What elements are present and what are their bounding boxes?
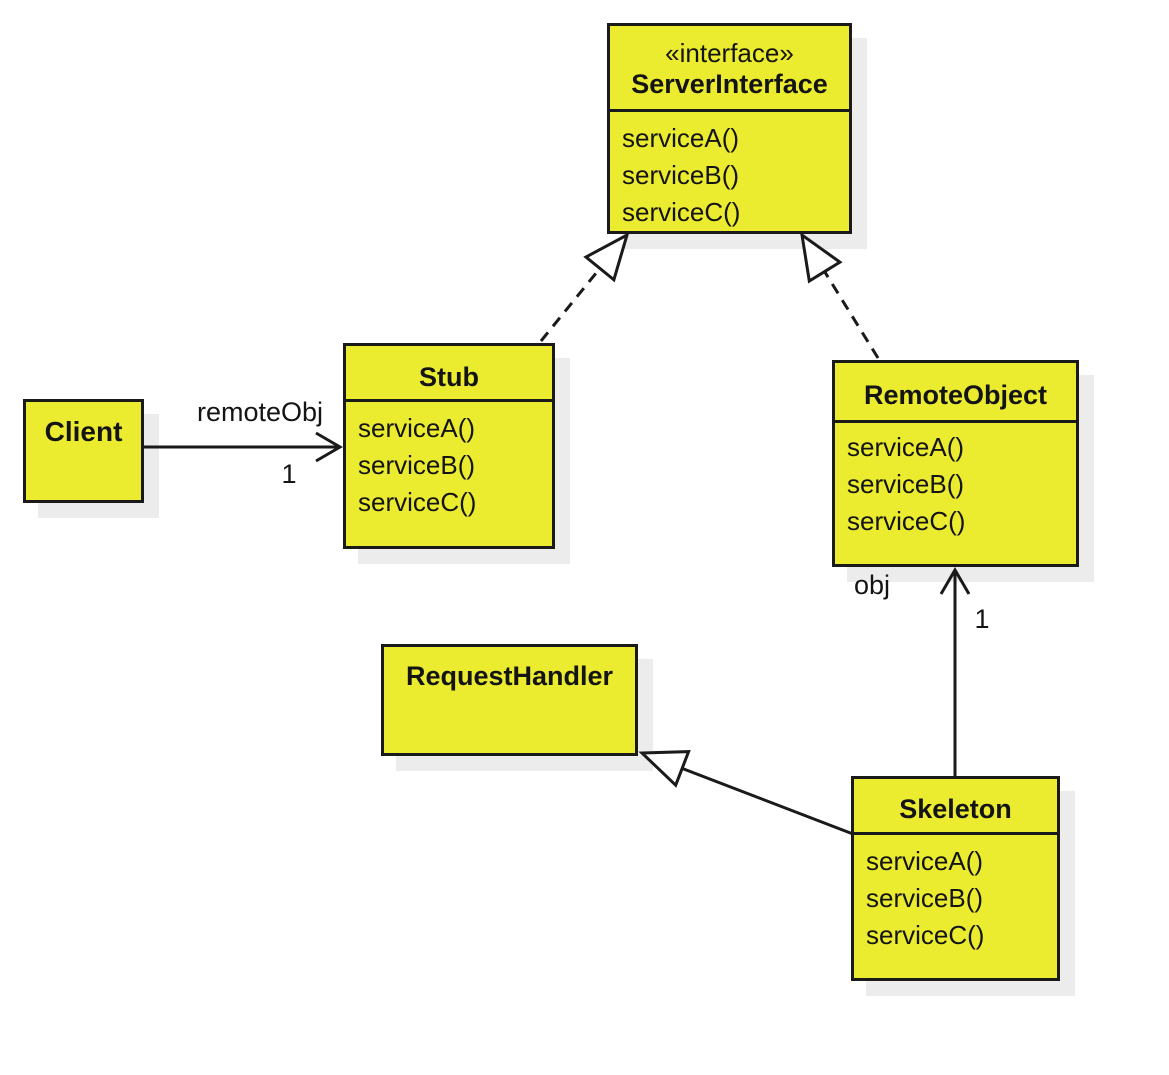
method-item: serviceA() (358, 413, 476, 443)
method-item: serviceC() (847, 506, 966, 536)
method-item: serviceC() (866, 920, 985, 950)
class-client: Client (23, 399, 144, 503)
class-serverinterface-methods: serviceA() serviceB() serviceC() (610, 112, 849, 231)
class-serverinterface-header: «interface» ServerInterface (610, 26, 849, 112)
class-name: RemoteObject (863, 380, 1048, 410)
edge-multiplicity-client-stub: 1 (281, 459, 297, 489)
class-name: ServerInterface (631, 69, 828, 99)
method-item: serviceA() (847, 432, 965, 462)
class-skeleton-header: Skeleton (854, 779, 1057, 835)
edge-label-remoteobj: remoteObj (196, 397, 324, 427)
method-item: serviceA() (622, 123, 740, 153)
method-item: serviceB() (358, 450, 476, 480)
method-item: serviceB() (847, 469, 965, 499)
class-requesthandler: RequestHandler (381, 644, 638, 756)
class-remoteobject: RemoteObject serviceA() serviceB() servi… (832, 360, 1079, 567)
generalization-skeleton-to-requesthandler (638, 750, 854, 836)
method-item: serviceB() (866, 883, 984, 913)
class-remoteobject-methods: serviceA() serviceB() serviceC() (835, 423, 1076, 540)
class-skeleton: Skeleton serviceA() serviceB() serviceC(… (851, 776, 1060, 981)
class-remoteobject-header: RemoteObject (835, 363, 1076, 423)
class-name: Skeleton (899, 794, 1012, 824)
edge-multiplicity-skeleton-remoteobject: 1 (974, 604, 990, 634)
class-name: Stub (419, 362, 479, 392)
class-serverinterface: «interface» ServerInterface serviceA() s… (607, 23, 852, 234)
stereotype-label: «interface» (665, 38, 794, 68)
class-skeleton-methods: serviceA() serviceB() serviceC() (854, 835, 1057, 954)
method-item: serviceB() (622, 160, 740, 190)
realization-stub-to-serverinterface (539, 231, 630, 342)
method-item: serviceC() (622, 197, 741, 227)
class-name: RequestHandler (405, 661, 614, 691)
edge-label-obj: obj (853, 570, 891, 600)
method-item: serviceA() (866, 846, 984, 876)
class-stub-methods: serviceA() serviceB() serviceC() (346, 402, 552, 521)
method-item: serviceC() (358, 487, 477, 517)
class-stub: Stub serviceA() serviceB() serviceC() (343, 343, 555, 549)
realization-remoteobject-to-serverinterface (799, 231, 880, 359)
class-stub-header: Stub (346, 346, 552, 402)
class-name: Client (44, 416, 123, 447)
